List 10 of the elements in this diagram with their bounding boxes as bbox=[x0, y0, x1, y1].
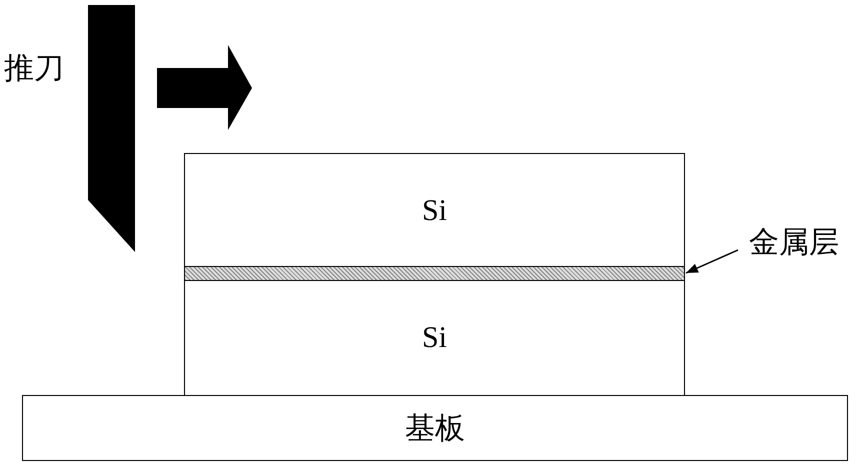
metal-layer-bar bbox=[184, 266, 685, 281]
layer-label: 基板 bbox=[405, 410, 465, 446]
layer-box bbox=[184, 153, 685, 268]
tool-label: 推刀 bbox=[4, 51, 64, 87]
leader-line bbox=[686, 249, 738, 274]
callout-label: 金属层 bbox=[749, 224, 839, 260]
substrate-box bbox=[22, 395, 848, 461]
layer-box bbox=[184, 280, 685, 396]
layer-label: Si bbox=[422, 194, 448, 228]
layer-label: Si bbox=[422, 321, 448, 355]
